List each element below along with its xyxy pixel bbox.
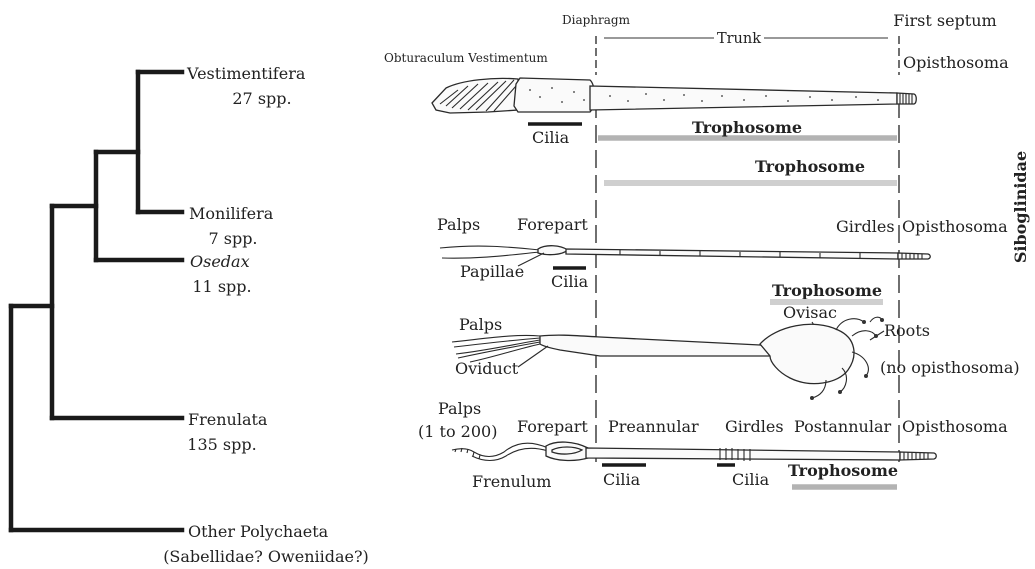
opisthosoma-label: Opisthosoma bbox=[902, 417, 1008, 436]
trophosome-label: Trophosome bbox=[755, 157, 865, 176]
papillae-label: Papillae bbox=[460, 262, 524, 281]
taxon-name: Other Polychaeta bbox=[188, 522, 329, 541]
palps-label: Palps bbox=[438, 399, 481, 418]
taxon-count: 11 spp. bbox=[192, 277, 251, 296]
preannular-label: Preannular bbox=[608, 417, 699, 436]
family-label: Siboglinidae bbox=[1011, 151, 1030, 263]
ovisac bbox=[760, 324, 854, 383]
girdles-label: Girdles bbox=[725, 417, 784, 436]
taxon-name: Osedax bbox=[190, 252, 250, 271]
palps-range-label: (1 to 200) bbox=[418, 422, 497, 441]
opisthosoma-label: Opisthosoma bbox=[902, 217, 1008, 236]
opisthosoma-label: Opisthosoma bbox=[903, 53, 1009, 72]
palps bbox=[440, 246, 540, 258]
trophosome-label: Trophosome bbox=[692, 118, 802, 137]
cilia-label: Cilia bbox=[603, 470, 641, 489]
postannular-label: Postannular bbox=[794, 417, 892, 436]
trophosome-label: Trophosome bbox=[788, 461, 898, 480]
worm-vestimentifera: Diaphragm First septum Trunk Obturaculum… bbox=[384, 11, 1009, 147]
phylogenetic-tree bbox=[11, 72, 182, 530]
taxon-count: 27 spp. bbox=[232, 89, 291, 108]
oviduct-label: Oviduct bbox=[455, 359, 519, 378]
obturaculum-vestimentum-label: Obturaculum Vestimentum bbox=[384, 51, 548, 65]
cilia-label: Cilia bbox=[551, 272, 589, 291]
palps-label: Palps bbox=[459, 315, 502, 334]
first-septum-label: First septum bbox=[893, 11, 996, 30]
trunk-body bbox=[590, 86, 897, 110]
tree-labels: Vestimentifera 27 spp. Monilifera 7 spp.… bbox=[163, 64, 369, 566]
forepart-label: Forepart bbox=[517, 417, 588, 436]
frenulum-label: Frenulum bbox=[472, 472, 551, 491]
worm-monilifera: Trophosome Palps Forepart Girdles Opisth… bbox=[437, 157, 1008, 291]
trophosome-label: Trophosome bbox=[772, 281, 882, 300]
ovisac-label: Ovisac bbox=[783, 303, 837, 322]
taxon-name: Vestimentifera bbox=[186, 64, 306, 83]
trunk-label: Trunk bbox=[717, 31, 761, 47]
trunk-body bbox=[540, 335, 772, 356]
taxon-name: Frenulata bbox=[188, 410, 268, 429]
diaphragm-label: Diaphragm bbox=[562, 13, 631, 27]
taxon-count: 135 spp. bbox=[187, 435, 256, 454]
palps bbox=[452, 443, 548, 460]
worm-frenulata: Palps (1 to 200) Forepart Preannular Gir… bbox=[418, 399, 1008, 491]
vestimentum bbox=[514, 78, 595, 112]
papillae-leader bbox=[518, 253, 544, 266]
opisthosoma-rings bbox=[904, 452, 928, 460]
taxon-name: Monilifera bbox=[189, 204, 274, 223]
trunk-body bbox=[566, 249, 898, 259]
opisthosoma-segments bbox=[900, 452, 936, 460]
cilia-label: Cilia bbox=[732, 470, 770, 489]
taxon-count: (Sabellidae? Oweniidae?) bbox=[163, 547, 369, 566]
roots-label: Roots bbox=[884, 321, 930, 340]
forepart-label: Forepart bbox=[517, 215, 588, 234]
oviduct-leader bbox=[518, 346, 548, 367]
cilia-label: Cilia bbox=[532, 128, 570, 147]
palps-label: Palps bbox=[437, 215, 480, 234]
worm-osedax: Trophosome Palps Ovisac Roots Oviduct (n… bbox=[452, 281, 1020, 400]
trunk-body bbox=[586, 448, 900, 460]
taxon-count: 7 spp. bbox=[208, 229, 257, 248]
girdles-label: Girdles bbox=[836, 217, 895, 236]
no-opisthosoma-label: (no opisthosoma) bbox=[880, 358, 1020, 377]
